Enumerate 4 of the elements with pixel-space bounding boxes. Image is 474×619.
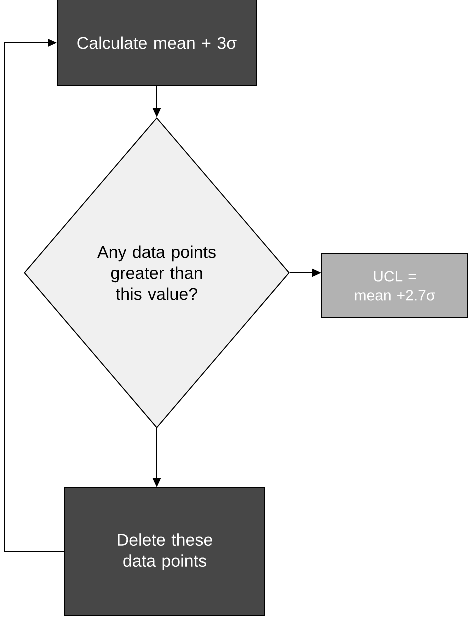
process-box: Delete these data points: [64, 488, 266, 616]
process-box: Calculate mean + 3σ: [57, 0, 257, 86]
arrow: [4, 38, 65, 552]
process-box: UCL = mean +2.7σ: [322, 254, 468, 318]
